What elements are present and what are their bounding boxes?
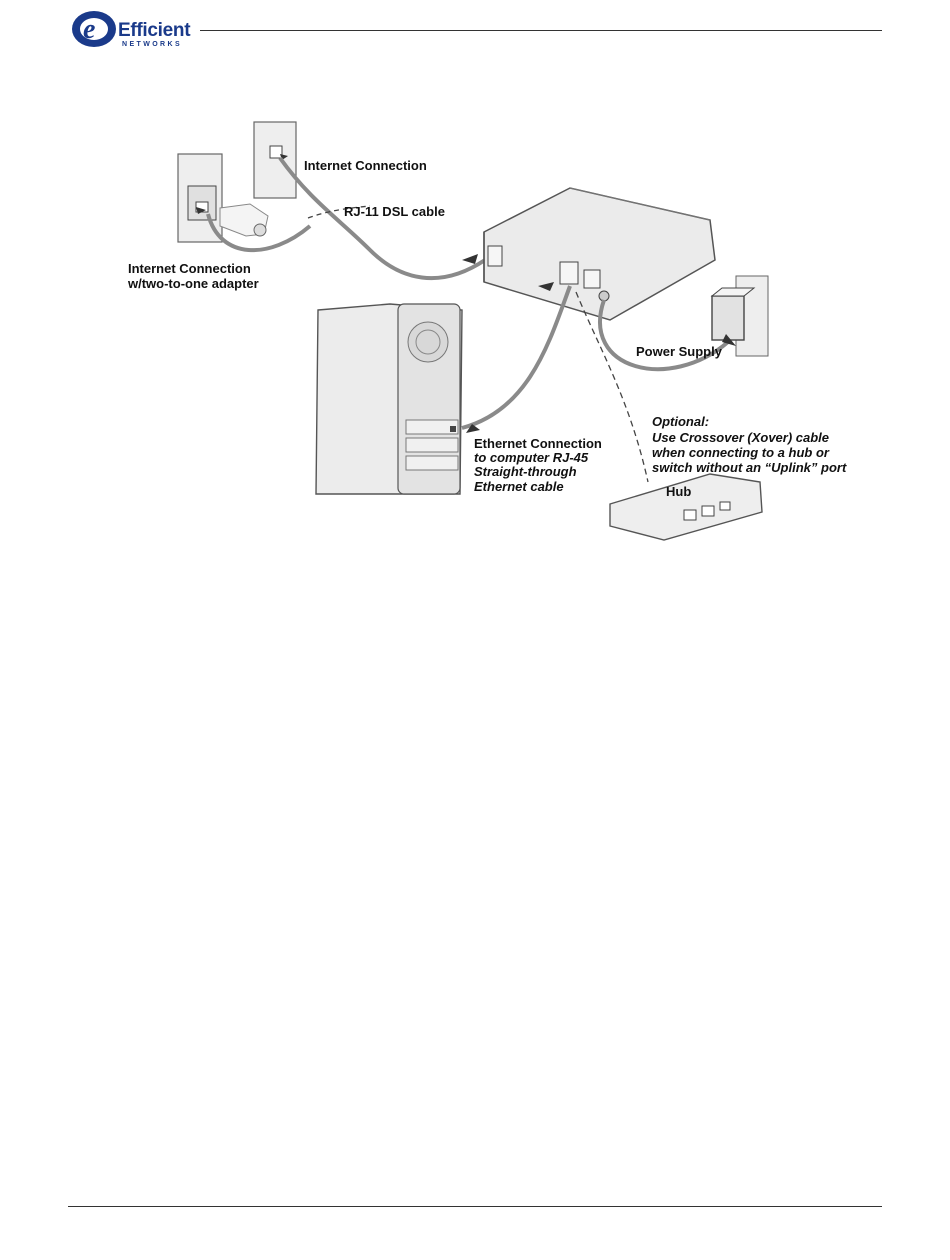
svg-text:e: e [83, 14, 95, 45]
connection-diagram: Internet Connection RJ-11 DSL cable Inte… [110, 110, 870, 546]
label-optional-line1: Use Crossover (Xover) cable [652, 430, 829, 445]
wall-plate-top [254, 122, 296, 198]
label-ethernet-line3: Straight-through [474, 464, 577, 479]
footer-rule [68, 1206, 882, 1207]
ethernet-cable [462, 286, 570, 428]
dsl-modem [484, 188, 715, 320]
efficient-networks-logo: e Efficient NETWORKS [66, 8, 206, 48]
label-rj11-cable: RJ-11 DSL cable [344, 204, 445, 219]
logo-e-icon: e [66, 8, 126, 50]
logo-name: Efficient [118, 20, 190, 42]
label-optional-line3: switch without an “Uplink” port [652, 460, 847, 475]
label-ethernet-line2: to computer RJ-45 [474, 450, 589, 465]
logo-sub: NETWORKS [122, 41, 182, 48]
computer-tower [316, 304, 462, 494]
label-adapter-line2: w/two-to-one adapter [127, 276, 259, 291]
label-power-supply: Power Supply [636, 344, 723, 359]
label-optional-title: Optional: [652, 414, 709, 429]
label-hub: Hub [666, 484, 691, 499]
label-ethernet-line1: Ethernet Connection [474, 436, 602, 451]
label-optional-line2: when connecting to a hub or [652, 445, 830, 460]
label-ethernet-line4: Ethernet cable [474, 479, 564, 494]
header-rule [200, 30, 882, 31]
label-adapter-line1: Internet Connection [128, 261, 251, 276]
label-internet-connection: Internet Connection [304, 158, 427, 173]
